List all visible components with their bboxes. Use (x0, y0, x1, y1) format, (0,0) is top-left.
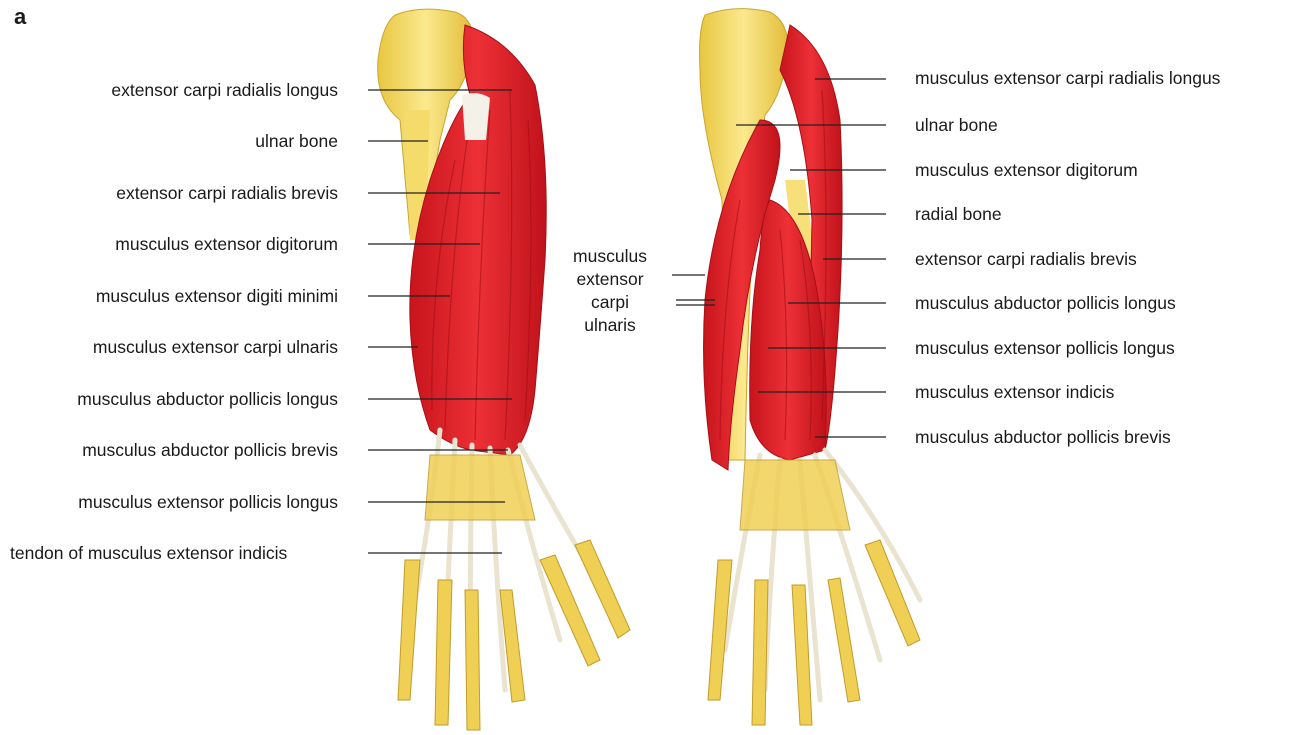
right-label: musculus abductor pollicis longus (915, 293, 1176, 313)
left-upper-tendon (462, 93, 490, 140)
left-label: extensor carpi radialis longus (111, 80, 338, 100)
middle-label-line: ulnaris (560, 314, 660, 337)
left-label: musculus abductor pollicis longus (77, 389, 338, 409)
left-label: musculus abductor pollicis brevis (82, 440, 338, 460)
left-forearm (378, 9, 630, 730)
left-label: musculus extensor carpi ulnaris (93, 337, 338, 357)
right-hand-bones (708, 460, 920, 725)
right-label: musculus abductor pollicis brevis (915, 427, 1171, 447)
panel-letter: a (14, 4, 26, 30)
middle-label-line: extensor (560, 268, 660, 291)
right-label: extensor carpi radialis brevis (915, 249, 1137, 269)
right-forearm (700, 9, 920, 725)
right-label: musculus extensor carpi radialis longus (915, 68, 1220, 88)
right-label: musculus extensor indicis (915, 382, 1114, 402)
left-hand-bones (398, 455, 630, 730)
left-label: extensor carpi radialis brevis (116, 183, 338, 203)
left-label: musculus extensor pollicis longus (78, 492, 338, 512)
left-label: musculus extensor digitorum (115, 234, 338, 254)
right-label: radial bone (915, 204, 1002, 224)
left-label: musculus extensor digiti minimi (96, 286, 338, 306)
middle-label-line: musculus (560, 245, 660, 268)
right-label: musculus extensor pollicis longus (915, 338, 1175, 358)
left-label: tendon of musculus extensor indicis (10, 543, 287, 563)
right-label: ulnar bone (915, 115, 998, 135)
left-label: ulnar bone (255, 131, 338, 151)
middle-label-line: carpi (560, 291, 660, 314)
middle-label: musculus extensor carpi ulnaris (560, 245, 660, 337)
right-label: musculus extensor digitorum (915, 160, 1138, 180)
